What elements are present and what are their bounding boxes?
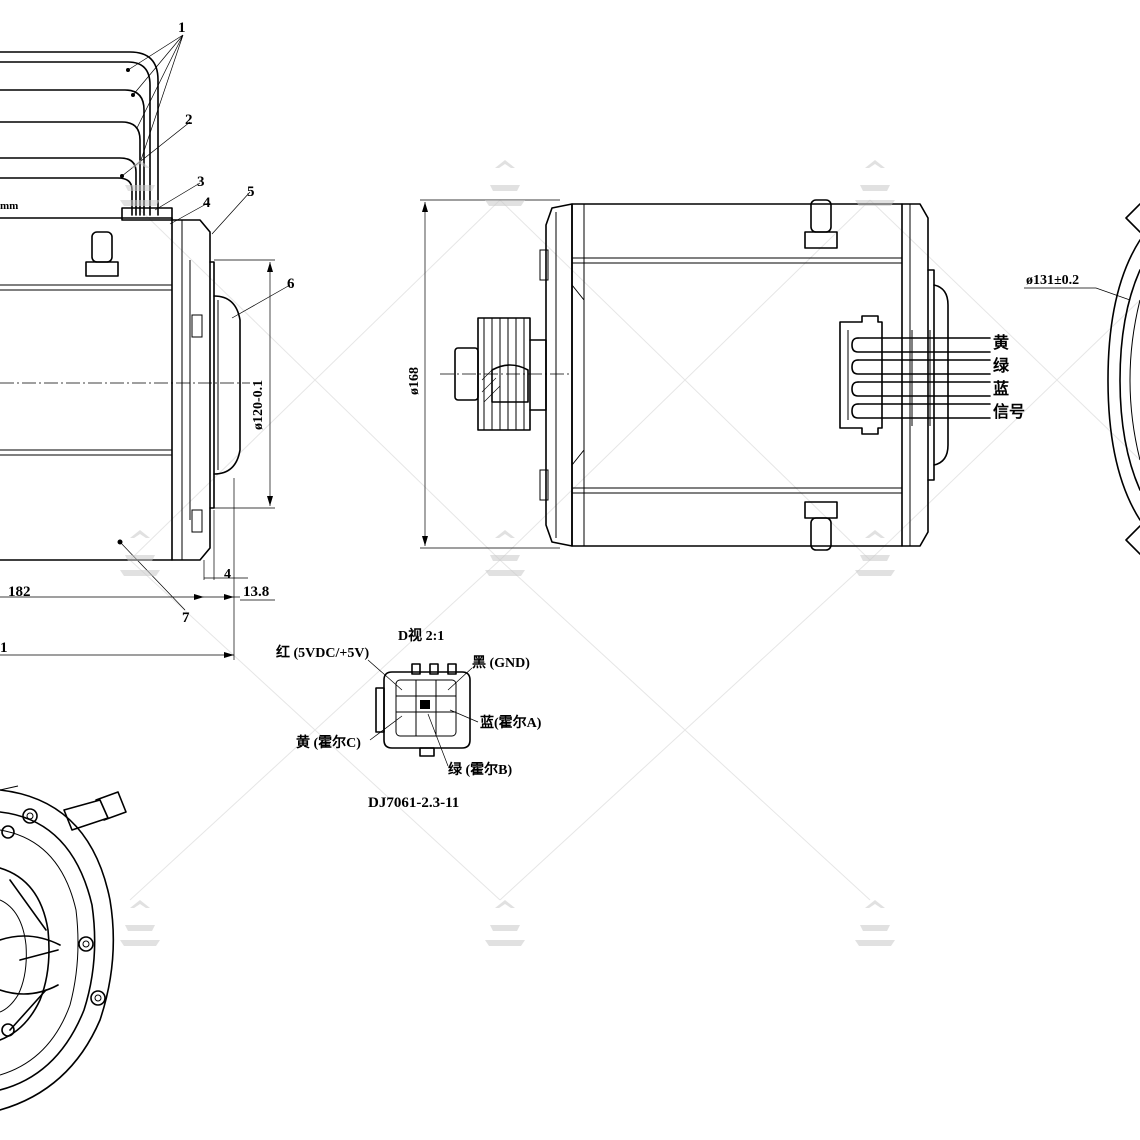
connector-view-title: D视 2:1 bbox=[398, 627, 444, 644]
dimension-bolt-circle: ø131±0.2 bbox=[1026, 273, 1079, 288]
watermark-logo bbox=[120, 160, 895, 946]
wire-label-blue: 蓝 bbox=[993, 379, 1009, 398]
part-number-3: 3 bbox=[197, 174, 205, 190]
part-number-1: 1 bbox=[178, 20, 186, 36]
part-number-2: 2 bbox=[185, 112, 193, 128]
connector-pin-green: 绿 (霍尔B) bbox=[448, 761, 512, 778]
part-number-5: 5 bbox=[247, 184, 255, 200]
dimension-pilot-diameter: ø120-0.1 bbox=[251, 380, 266, 430]
side-view-left bbox=[0, 34, 291, 660]
front-view-bottom-left bbox=[0, 785, 127, 1111]
dimension-shaft-length: 13.8 bbox=[243, 584, 269, 600]
side-view-center bbox=[420, 199, 991, 551]
watermark-grid bbox=[129, 199, 1140, 901]
connector-pin-yellow: 黄 (霍尔C) bbox=[296, 734, 361, 751]
connector-part-number: DJ7061-2.3-11 bbox=[368, 795, 459, 811]
connector-pin-black: 黑 (GND) bbox=[472, 655, 530, 671]
dimension-flange-thickness: 4 bbox=[224, 567, 231, 582]
wire-label-signal: 信号 bbox=[993, 402, 1025, 421]
wire-label-yellow: 黄 bbox=[993, 333, 1009, 352]
part-number-4: 4 bbox=[203, 195, 211, 211]
dimension-total-fragment: 1 bbox=[0, 640, 8, 656]
wire-label-green: 绿 bbox=[993, 356, 1010, 375]
dimension-cable-fragment: mm bbox=[0, 200, 18, 212]
dimension-body-diameter: ø168 bbox=[407, 367, 422, 395]
connector-view-d bbox=[367, 659, 479, 767]
part-number-6: 6 bbox=[287, 276, 295, 292]
part-number-7: 7 bbox=[182, 610, 190, 626]
dimension-body-length: 182 bbox=[8, 584, 31, 600]
end-view-right bbox=[1024, 203, 1140, 555]
connector-pin-red: 红 (5VDC/+5V) bbox=[276, 644, 369, 661]
connector-pin-blue: 蓝(霍尔A) bbox=[480, 714, 542, 731]
